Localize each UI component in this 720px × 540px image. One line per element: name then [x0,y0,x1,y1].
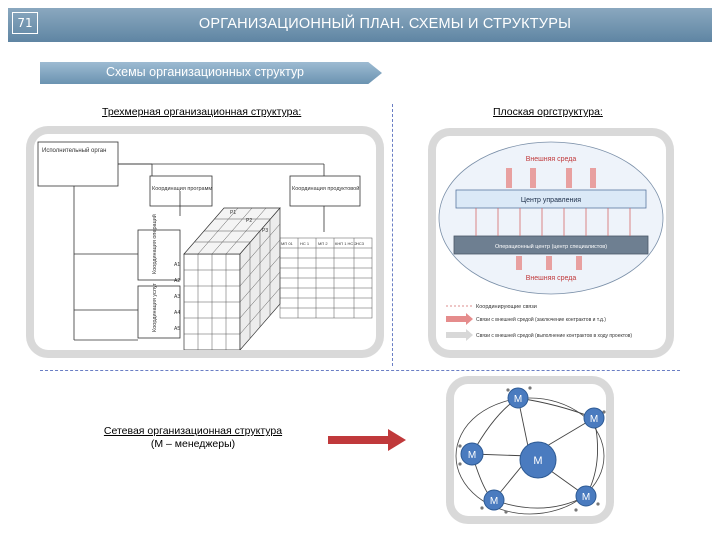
network-node-left-label: М [468,450,476,461]
table-header-1: МП 01 [281,241,294,246]
center-box [455,189,647,209]
network-node-left [460,442,484,466]
operations-box-label: Операционный центр (центр специалистов) [495,243,607,250]
slide-number: 71 [12,12,38,34]
side-box-1-label: Координация операций [151,214,158,274]
network-node-center-label: М [533,455,542,467]
side-label-a5: A5 [174,326,180,332]
three-d-structure-label: Трехмерная организационная структура: [102,106,302,118]
network-structure-caption: Сетевая организационная структура (М – м… [84,425,302,451]
horizontal-divider [40,370,680,371]
flat-structure-label: Плоская оргструктура: [493,106,603,118]
flat-structure-panel: Внешняя среда Центр управления Операцион… [428,128,674,358]
network-structure-diagram: М М М М М М [455,386,606,515]
box-coord-products-label: Координация продуктовой [292,185,359,192]
subtitle: Схемы организационных структур [105,65,305,79]
network-node-bottom-left-label: М [490,496,498,507]
table-header-4: КНП 1 НС 2 [335,241,357,246]
box-coord-programs-label: Координация программ [152,186,212,192]
network-structure-label: Сетевая организационная структура [103,425,283,437]
network-node-bottom-left [483,489,505,511]
top-label-p1: P1 [230,210,236,216]
network-node-top [507,387,529,409]
network-node-right [583,407,605,429]
legend-item-1: Координирующие связи [476,304,537,310]
top-label-p2: P2 [246,218,252,224]
network-structure-image: М М М М М М [454,384,606,516]
top-label-p3: P3 [262,228,268,234]
legend-item-3: Связи с внешней средой (выполнение контр… [476,332,632,339]
flat-structure-diagram: Внешняя среда Центр управления Операцион… [438,141,664,341]
network-structure-note: (М – менеджеры) [150,438,236,450]
side-label-a4: A4 [174,310,180,316]
three-d-structure-diagram: Исполнительный орган Координация програм… [37,141,373,350]
operations-box [453,235,649,255]
side-label-a1: A1 [174,262,180,268]
slide-title: ОРГАНИЗАЦИОННЫЙ ПЛАН. СХЕМЫ И СТРУКТУРЫ [198,16,572,32]
side-label-a2: A2 [174,278,180,284]
external-bottom-label: Внешняя среда [526,275,577,282]
red-arrow-icon [328,429,406,451]
vertical-divider [392,104,393,366]
network-node-center [519,441,557,479]
three-d-structure-image: Исполнительный орган Координация програм… [34,134,376,350]
box-executive-label: Исполнительный орган [42,147,106,154]
side-box-2-label: Координация услуг [152,283,158,332]
three-d-structure-panel: Исполнительный орган Координация програм… [26,126,384,358]
network-node-top-label: М [514,394,522,405]
network-node-right-label: М [590,414,598,425]
network-node-bottom-right [575,485,597,507]
table-header-2: НС 1 [300,241,310,246]
flat-structure-image: Внешняя среда Центр управления Операцион… [436,136,666,350]
network-structure-panel: М М М М М М [446,376,614,524]
subtitle-arrow-shape [40,62,382,84]
subtitle-band: Схемы организационных структур [40,62,382,84]
header-bar [8,8,712,42]
center-box-label: Центр управления [521,197,581,204]
table-header-3: МП 2 [318,241,328,246]
network-node-bottom-right-label: М [582,492,590,503]
legend-item-2: Связи с внешней средой (заключение контр… [476,316,606,323]
side-label-a3: A3 [174,294,180,300]
table-header-5: НС3 [356,241,365,246]
external-top-label: Внешняя среда [526,156,577,163]
